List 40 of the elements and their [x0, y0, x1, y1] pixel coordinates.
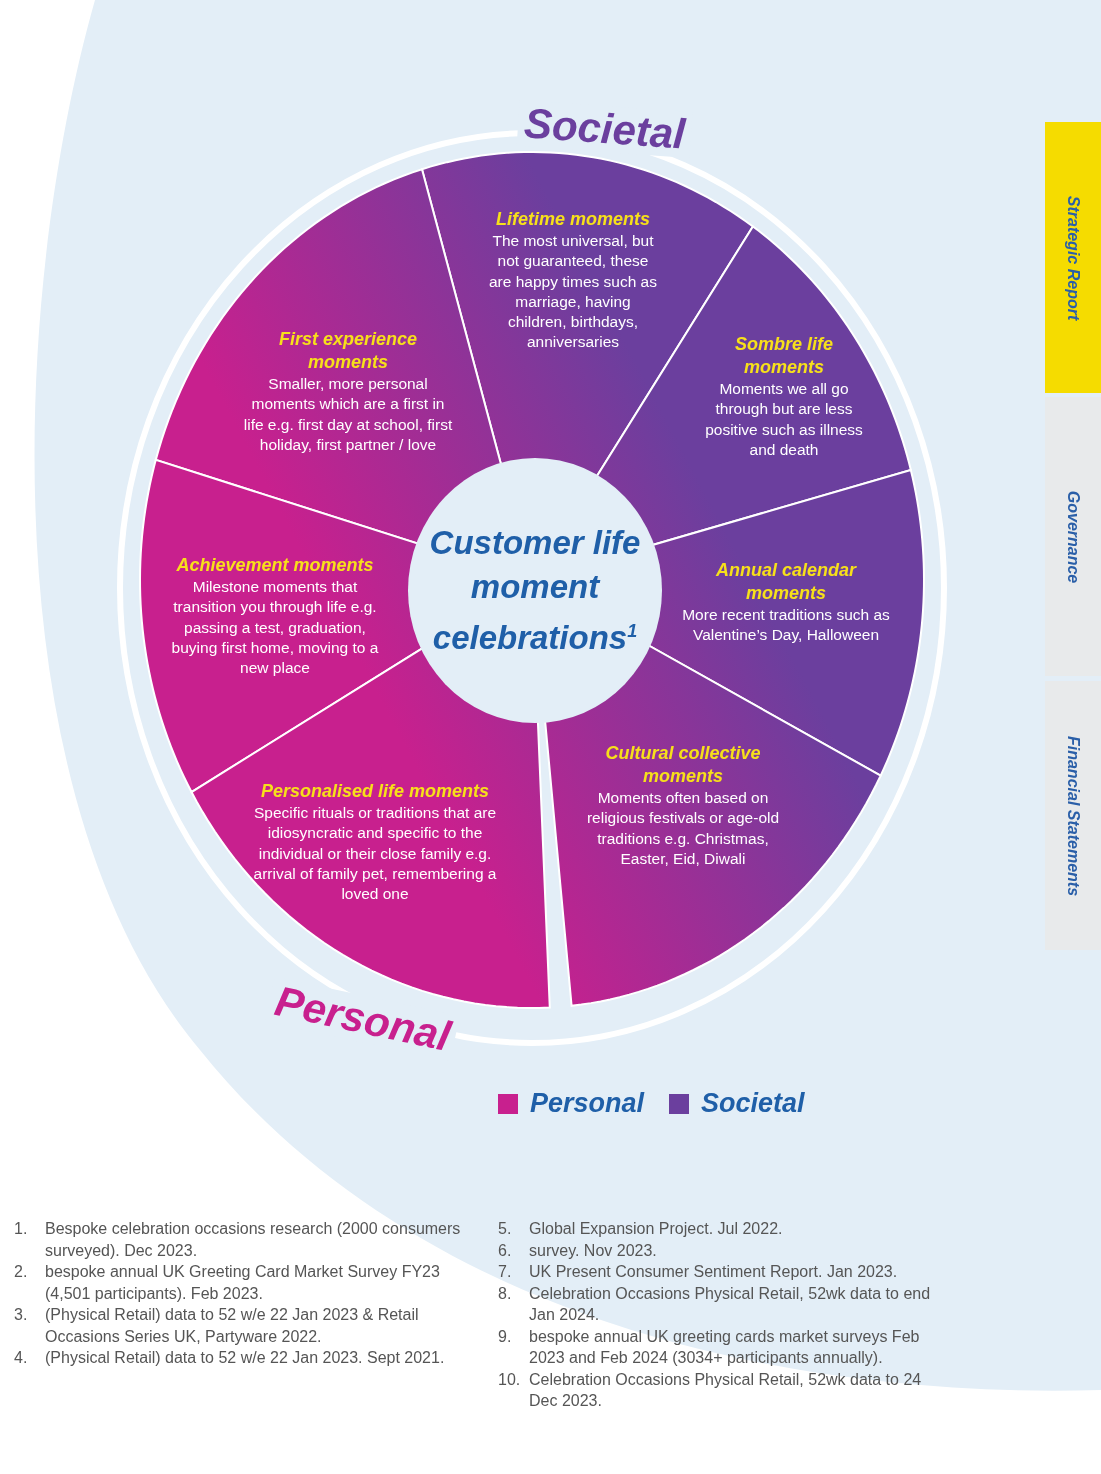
footnote-number: 2. [14, 1262, 29, 1282]
footnote-text: Celebration Occasions Physical Retail, 52wk data to end Jan 2024. [529, 1283, 932, 1325]
footnote-text: (Physical Retail) data to 52 w/e 22 Jan 2023 & Retail Occasions Series UK, Partyware 2022. [45, 1305, 420, 1347]
footnote-text: survey. Nov 2023. [529, 1240, 658, 1261]
footnote-number: 8. [498, 1283, 513, 1304]
footnote-text: bespoke annual UK Greeting Card Market Survey FY23 (4,501 participants). Feb 2023. [45, 1262, 441, 1304]
segment-description: More recent traditions such as Valentine’s Day, Halloween [681, 605, 891, 646]
segment-heading: Cultural collective moments [604, 742, 762, 788]
section-tab: Governance [1045, 397, 1101, 676]
footnote-number: 9. [498, 1326, 513, 1347]
segment-heading: Achievement moments [175, 554, 375, 577]
legend-label: Personal [530, 1088, 645, 1119]
segment-description: The most universal, but not guaranteed, these are happy times such as marriage, having children, birthdays, anniversaries [488, 231, 658, 353]
footnote-number: 4. [14, 1348, 29, 1368]
footnote-number: 1. [14, 1219, 29, 1239]
segment-heading: Sombre life moments [734, 333, 834, 379]
section-tab: Strategic Report [1045, 122, 1101, 393]
segment-heading: First experience moments [277, 328, 419, 374]
segment-description: Milestone moments that transition you through life e.g. passing a test, graduation, buying first home, moving to a new place [170, 577, 380, 679]
footnote-number: 3. [14, 1305, 29, 1325]
footnote-number: 10. [498, 1369, 522, 1390]
footnote-text: bespoke annual UK greeting cards market surveys Feb 2023 and Feb 2024 (3034+ participants annually). [529, 1326, 921, 1368]
section-tab: Financial Statements [1045, 681, 1101, 950]
segment-heading: Annual calendar moments [714, 559, 858, 605]
segment-heading: Personalised life moments [259, 780, 491, 803]
segment-description: Moments often based on religious festivals or age-old traditions e.g. Christmas, Easter, Eid, Diwali [585, 788, 781, 869]
footnote-text: Bespoke celebration occasions research (2000 consumers surveyed). Dec 2023. [45, 1219, 462, 1261]
segment-description: Smaller, more personal moments which are a first in life e.g. first day at school, first holiday, first partner / love [243, 374, 453, 455]
footnote-text: (Physical Retail) data to 52 w/e 22 Jan 2023. Sept 2021. [45, 1348, 446, 1368]
footnote-number: 5. [498, 1219, 513, 1239]
footnote-text: Global Expansion Project. Jul 2022. [529, 1219, 784, 1239]
footnote-number: 7. [498, 1262, 513, 1282]
footnote-text: Celebration Occasions Physical Retail, 52wk data to 24 Dec 2023. [529, 1369, 923, 1411]
segment-heading: Lifetime moments [495, 208, 651, 231]
segment-description: Moments we all go through but are less positive such as illness and death [704, 379, 864, 460]
footnote-text: UK Present Consumer Sentiment Report. Jan 2023. [529, 1262, 899, 1282]
segment-description: Specific rituals or traditions that are idiosyncratic and specific to the individual or their close family e.g. arrival of family pet, remembering a loved one [253, 803, 497, 905]
center-title: Customer life moment celebrations$^{1}$ [428, 523, 642, 658]
legend-label: Societal [701, 1088, 805, 1119]
footnote-number: 6. [498, 1240, 513, 1261]
